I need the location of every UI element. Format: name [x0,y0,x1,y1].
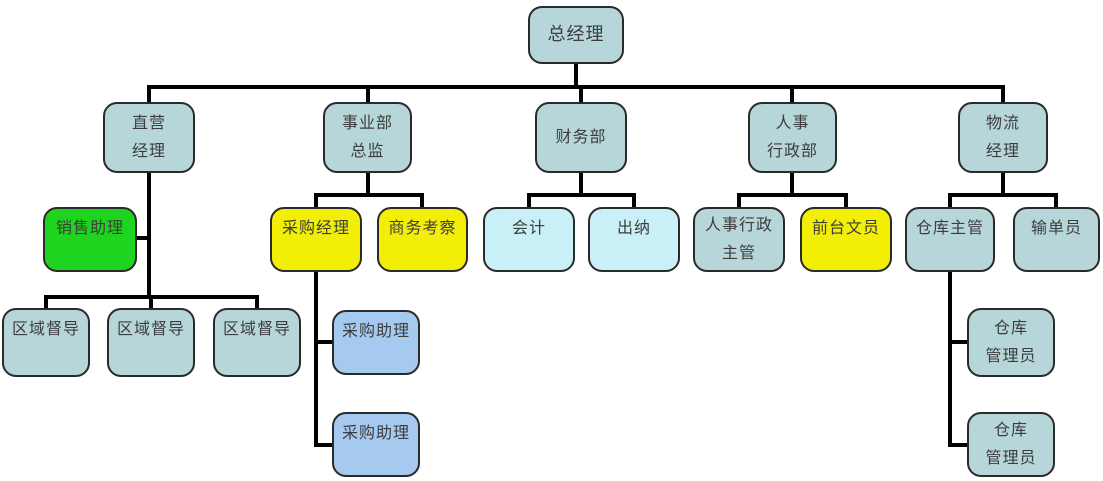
node-front-desk-clerk: 前台文员 [800,207,892,272]
node-warehouse-keeper-2: 仓库 管理员 [967,412,1055,477]
connector-line [316,443,332,447]
connector-line [1001,85,1005,102]
connector-line [948,272,952,447]
connector-line [790,85,794,102]
connector-line [1054,193,1058,207]
connector-line [950,443,967,447]
connector-line [255,295,259,308]
node-warehouse-supervisor: 仓库主管 [905,207,995,272]
connector-line [950,340,967,344]
connector-line [632,193,636,207]
node-accountant: 会计 [483,207,575,272]
connector-line [574,63,578,87]
connector-line [147,85,151,102]
connector-line [948,193,952,207]
connector-line [737,193,741,207]
node-procurement-assistant-2: 采购助理 [332,412,420,477]
connector-line [579,173,583,195]
node-cashier: 出纳 [588,207,680,272]
node-sales-assistant: 销售助理 [43,207,137,272]
connector-line [149,295,153,308]
node-procurement-manager: 采购经理 [270,207,362,272]
connector-line [314,193,424,197]
node-business-inspection: 商务考察 [377,207,468,272]
connector-line [420,193,424,207]
node-regional-supervisor-1: 区域督导 [2,308,90,377]
node-regional-supervisor-2: 区域督导 [107,308,195,377]
node-warehouse-keeper-1: 仓库 管理员 [967,308,1055,377]
connector-line [147,85,1005,89]
connector-line [316,340,332,344]
node-finance-department: 财务部 [535,102,627,173]
connector-line [948,193,1058,197]
connector-line [147,173,151,299]
connector-line [527,193,531,207]
connector-line [844,193,848,207]
connector-line [1001,173,1005,195]
node-business-division-director: 事业部 总监 [323,102,412,173]
connector-line [366,85,370,102]
connector-line [135,236,149,240]
connector-line [790,173,794,195]
node-hr-admin-department: 人事 行政部 [748,102,837,173]
node-logistics-manager: 物流 经理 [958,102,1048,173]
node-order-entry-clerk: 输单员 [1013,207,1100,272]
connector-line [366,173,370,195]
node-regional-supervisor-3: 区域督导 [213,308,301,377]
node-hr-admin-supervisor: 人事行政 主管 [693,207,785,272]
connector-line [527,193,636,197]
connector-line [579,85,583,102]
connector-line [737,193,848,197]
connector-line [44,295,48,308]
connector-line [314,193,318,207]
node-general-manager: 总经理 [528,6,624,64]
connector-line [314,272,318,447]
node-direct-operations-manager: 直营 经理 [103,102,195,173]
node-procurement-assistant-1: 采购助理 [332,310,420,375]
